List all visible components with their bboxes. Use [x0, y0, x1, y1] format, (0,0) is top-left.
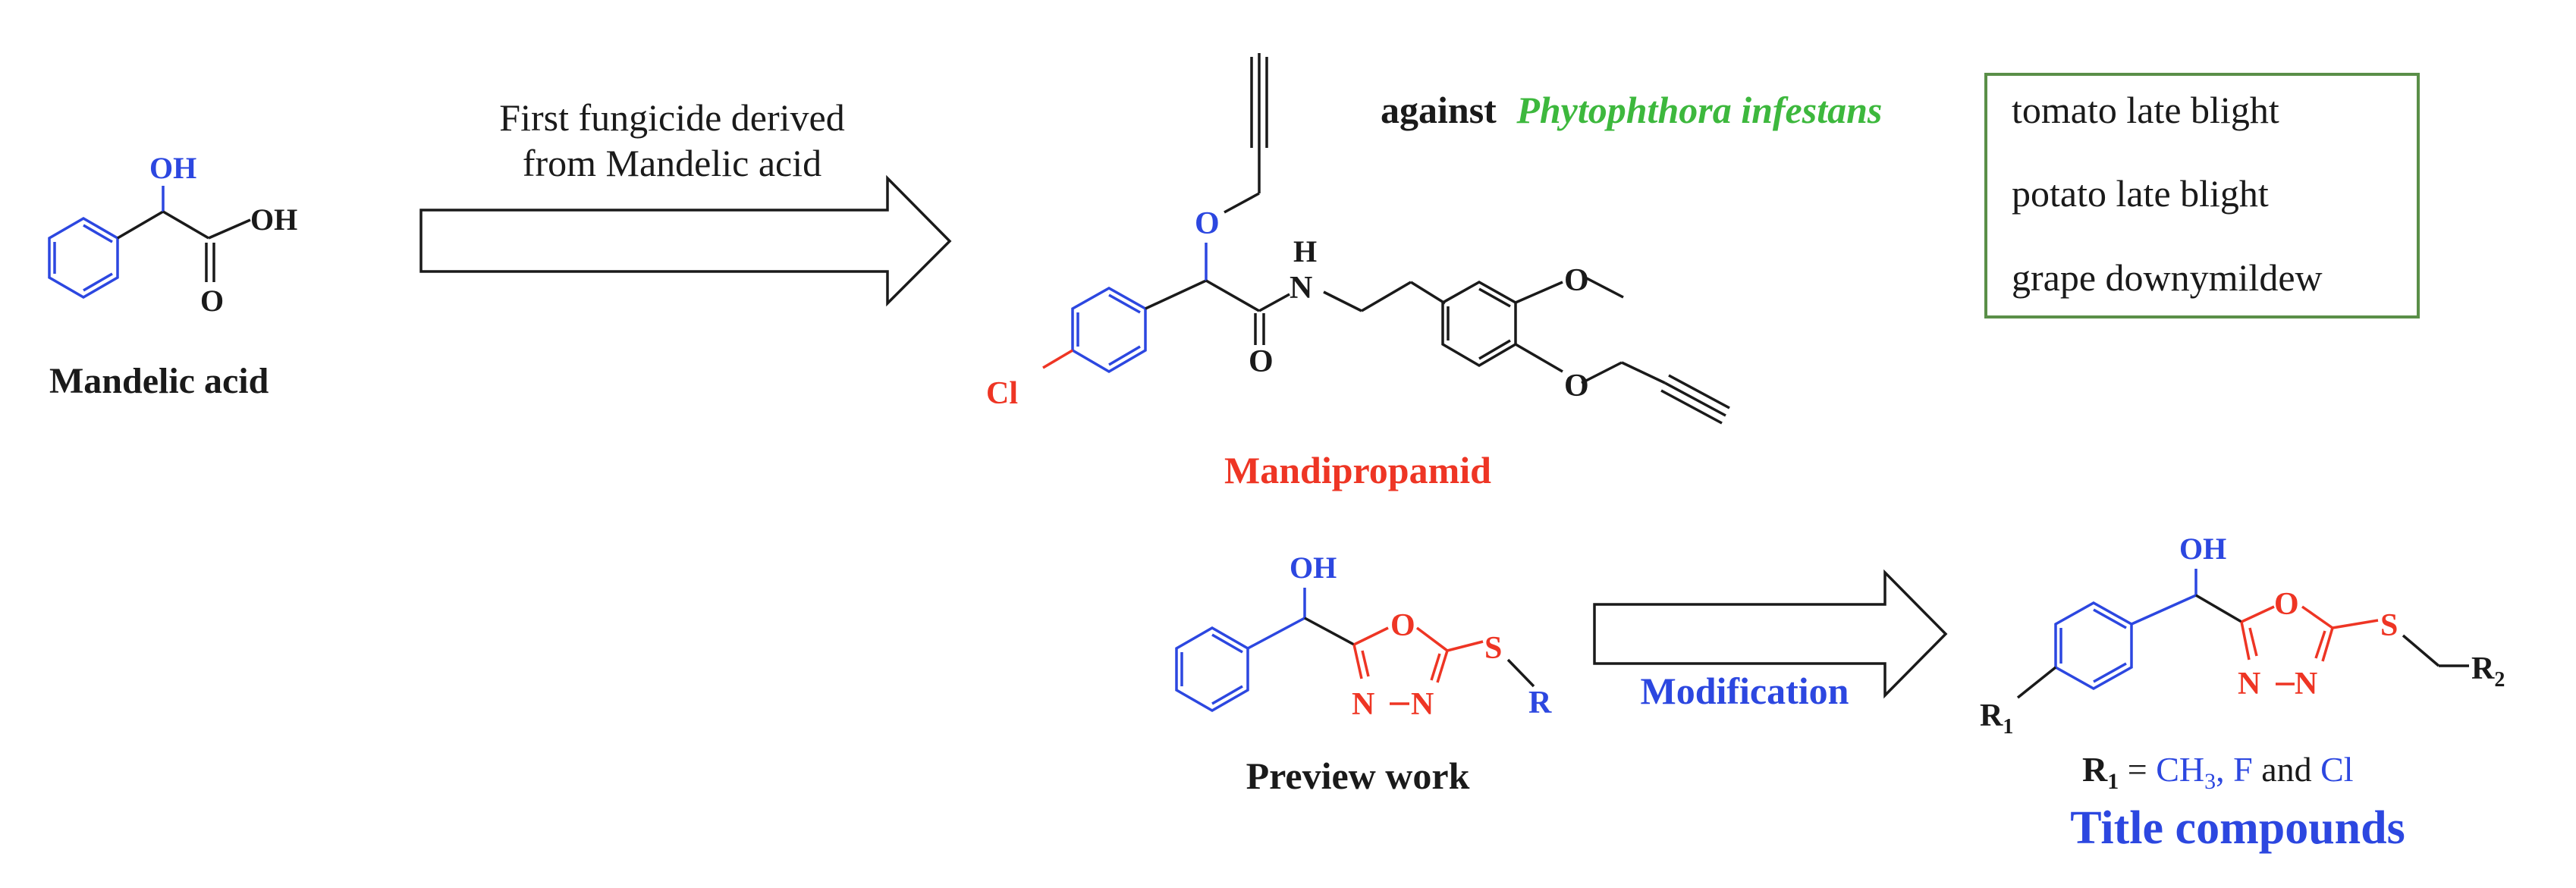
- mandipropamid-carbonyl-o-label: O: [1249, 344, 1274, 379]
- preview-n-label-1: N: [1352, 687, 1374, 722]
- arrow-2: Modification: [1593, 569, 1948, 713]
- mandelic-acid-name: Mandelic acid: [49, 361, 269, 401]
- arrow-2-shape: [1593, 569, 1948, 699]
- title-ring-o-label: O: [2274, 587, 2299, 622]
- activity-annotation: against Phytophthora infestans tomato la…: [1381, 73, 2420, 318]
- mandelic-acid-oh-label: OH: [250, 202, 297, 237]
- mandelic-carbonyl-o-label: O: [200, 284, 224, 318]
- title-r2-label: R2: [2471, 651, 2505, 692]
- arrow-2-label-backdrop: [1622, 667, 1872, 713]
- subst-cl: Cl: [2320, 750, 2353, 789]
- substituent-definition: R1 = CH3, F and Cl: [2082, 750, 2354, 794]
- mandelic-bonds: [117, 186, 251, 282]
- preview-benzene-ring: [1175, 588, 1355, 713]
- mandipropamid-methoxy-o-label: O: [1564, 263, 1589, 298]
- subst-r-letter: R: [2082, 750, 2108, 789]
- mandelic-benzene-ring: [48, 216, 119, 300]
- title-oxadiazole-ring: [2240, 605, 2379, 686]
- preview-n-label-2: N: [1411, 687, 1434, 722]
- mandipropamid-amide-h-label: H: [1293, 234, 1317, 268]
- subst-f: , F: [2216, 750, 2253, 789]
- mandipropamid-ether-o-label: O: [1195, 206, 1220, 241]
- disease-item: tomato late blight: [2012, 89, 2279, 131]
- activity-line: against Phytophthora infestans: [1381, 89, 1882, 131]
- preview-oxadiazole-ring: [1352, 626, 1449, 705]
- title-r2-subscript: 2: [2494, 668, 2505, 692]
- mandipropamid-name: Mandipropamid: [1224, 449, 1491, 491]
- arrow-2-label: Modification: [1641, 670, 1849, 712]
- mandipropamid-amide-n-label: N: [1290, 271, 1312, 306]
- mandelic-oh-label: OH: [149, 151, 196, 185]
- title-benzene-ring: [2054, 569, 2242, 691]
- disease-item: grape downymildew: [2012, 256, 2323, 299]
- arrow-1-label-line-2: from Mandelic acid: [523, 142, 821, 184]
- arrow-1-label-line-1: First fungicide derived: [499, 96, 844, 139]
- title-s-label: S: [2380, 608, 2398, 643]
- title-r2-letter: R: [2471, 651, 2495, 686]
- mandipropamid-chlorophenyl-ring: [1071, 286, 1147, 374]
- subst-and: and: [2253, 750, 2320, 789]
- title-r1-label: R1: [1980, 698, 2013, 739]
- subst-ch-subscript: 3: [2204, 769, 2216, 794]
- preview-work-structure: OH O S R N N Preview work: [1175, 551, 1552, 797]
- preview-thio-bonds: [1447, 640, 1535, 688]
- preview-oh-label: OH: [1290, 551, 1337, 585]
- title-alkyl-bonds: [2402, 634, 2469, 667]
- preview-r-label: R: [1528, 686, 1552, 720]
- title-n-label-1: N: [2238, 667, 2260, 701]
- preview-s-label: S: [1484, 631, 1502, 666]
- arrow-1-shape: [419, 174, 952, 307]
- title-r1-letter: R: [1980, 698, 2003, 733]
- mandipropamid-bonds: [1145, 53, 1730, 425]
- arrow-1: First fungicide derived from Mandelic ac…: [419, 96, 952, 307]
- disease-box: [1984, 73, 2420, 318]
- pathogen-label: Phytophthora infestans: [1516, 89, 1882, 131]
- title-oh-label: OH: [2179, 532, 2226, 566]
- against-label: against: [1381, 89, 1497, 131]
- subst-equals: =: [2119, 750, 2156, 789]
- disease-item: potato late blight: [2012, 172, 2269, 215]
- title-r1-subscript: 1: [2003, 715, 2013, 739]
- mandipropamid-structure: O H N O Cl O O Mandipropamid: [986, 53, 1730, 491]
- mandipropamid-cl-label: Cl: [986, 376, 1018, 411]
- preview-ring-o-label: O: [1390, 608, 1415, 643]
- title-compounds-structure: OH O S N N R1 R2 R1 = CH3, F and Cl Titl…: [1980, 532, 2505, 854]
- title-compounds-name: Title compounds: [2070, 802, 2405, 854]
- mandipropamid-propargyloxy-o-label: O: [1564, 369, 1589, 403]
- subst-r-subscript: 1: [2107, 769, 2119, 794]
- subst-ch: CH: [2156, 750, 2204, 789]
- mandelic-acid-structure: OH OH O Mandelic acid: [48, 151, 297, 401]
- title-n-label-2: N: [2295, 667, 2317, 701]
- preview-work-name: Preview work: [1246, 755, 1470, 797]
